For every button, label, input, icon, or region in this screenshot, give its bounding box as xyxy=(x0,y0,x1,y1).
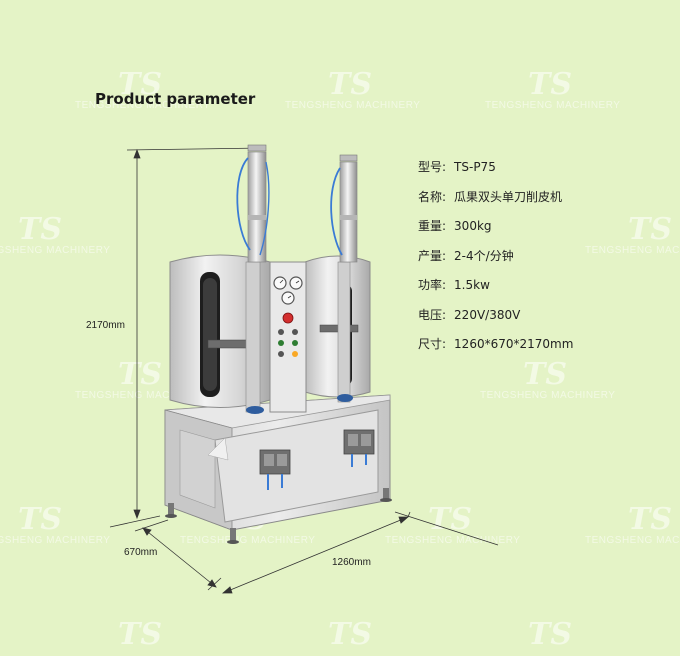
watermark: TS xyxy=(485,620,615,650)
spec-value: 瓜果双头单刀削皮机 xyxy=(454,189,563,204)
watermark-text: TENGSHENG MACHINERY xyxy=(0,245,111,256)
spec-row-size: 尺寸: 1260*670*2170mm xyxy=(418,334,573,364)
watermark-logo: TS xyxy=(18,502,62,537)
height-dimension-label: 2170mm xyxy=(86,320,125,331)
right-peeler-housing xyxy=(304,255,371,403)
height-dimension-line xyxy=(109,147,263,528)
spec-label: 尺寸: xyxy=(418,337,447,351)
watermark-logo: TS xyxy=(528,67,572,102)
spec-label: 名称: xyxy=(418,189,447,204)
spec-label: 产量: xyxy=(418,248,447,263)
watermark-logo: TS xyxy=(118,357,162,392)
watermark-text: TENGSHENG MACHINERY xyxy=(585,535,680,546)
right-pneumatic-cylinder xyxy=(330,154,358,263)
watermark: TS xyxy=(75,620,205,650)
watermark-logo: TS xyxy=(118,617,162,652)
watermark-text: TENGSHENG MACHINERY xyxy=(0,535,111,546)
watermark-text: TENGSHENG MACHINERY xyxy=(75,100,211,111)
spec-list: 型号: TS-P75 名称: 瓜果双头单刀削皮机 重量: 300kg 产量: 2-4个/… xyxy=(418,157,573,364)
spec-row-name: 名称: 瓜果双头单刀削皮机 xyxy=(418,187,573,217)
watermark-text: TENGSHENG MACHINERY xyxy=(385,535,521,546)
depth-dimension-label: 670mm xyxy=(124,547,158,558)
depth-dimension-line xyxy=(134,519,222,591)
watermark-text: TENGSHENG MACHINERY xyxy=(180,535,316,546)
spec-row-voltage: 电压: 220V/380V xyxy=(418,305,573,335)
spec-label: 重量: xyxy=(418,219,447,233)
watermark-logo: TS xyxy=(18,212,62,247)
watermark-logo: TS xyxy=(328,617,372,652)
watermark-logo: TS xyxy=(523,357,567,392)
spec-value: 1.5kw xyxy=(454,278,490,292)
foot-switch-box-left xyxy=(259,449,291,490)
spec-value: 1260*670*2170mm xyxy=(454,337,574,351)
watermark-text: TENGSHENG MACHINERY xyxy=(285,100,421,111)
watermark-text: TENGSHENG MACHINERY xyxy=(585,245,680,256)
spec-label: 功率: xyxy=(418,278,447,292)
width-dimension-label: 1260mm xyxy=(332,557,371,568)
spec-label: 电压: xyxy=(418,307,447,322)
spec-value: 2-4个/分钟 xyxy=(454,248,514,263)
control-panel xyxy=(269,261,307,413)
watermark-logo: TS xyxy=(118,67,162,102)
page-title: Product parameter xyxy=(95,90,256,108)
watermark-logo: TS xyxy=(628,502,672,537)
watermark-text: TENGSHENG MACHINERY xyxy=(485,100,621,111)
watermark-text: TENGSHENG MACHINERY xyxy=(75,390,211,401)
spec-value: TS-P75 xyxy=(454,160,496,174)
width-dimension-line xyxy=(221,511,499,594)
spec-row-model: 型号: TS-P75 xyxy=(418,157,573,187)
spec-value: 300kg xyxy=(454,219,492,233)
spec-value: 220V/380V xyxy=(454,307,521,322)
watermark-logo: TS xyxy=(628,212,672,247)
watermark: TS xyxy=(285,620,415,650)
spec-label: 型号: xyxy=(418,160,447,174)
watermark-logo: TS xyxy=(328,67,372,102)
foot-switch-box-right xyxy=(343,429,375,467)
spec-row-output: 产量: 2-4个/分钟 xyxy=(418,246,573,276)
watermark-text: TENGSHENG MACHINERY xyxy=(480,390,616,401)
spec-row-weight: 重量: 300kg xyxy=(418,216,573,246)
watermark-logo: TS xyxy=(528,617,572,652)
left-pneumatic-cylinder xyxy=(236,144,270,263)
spec-row-power: 功率: 1.5kw xyxy=(418,275,573,305)
left-peeler-housing xyxy=(169,254,271,414)
